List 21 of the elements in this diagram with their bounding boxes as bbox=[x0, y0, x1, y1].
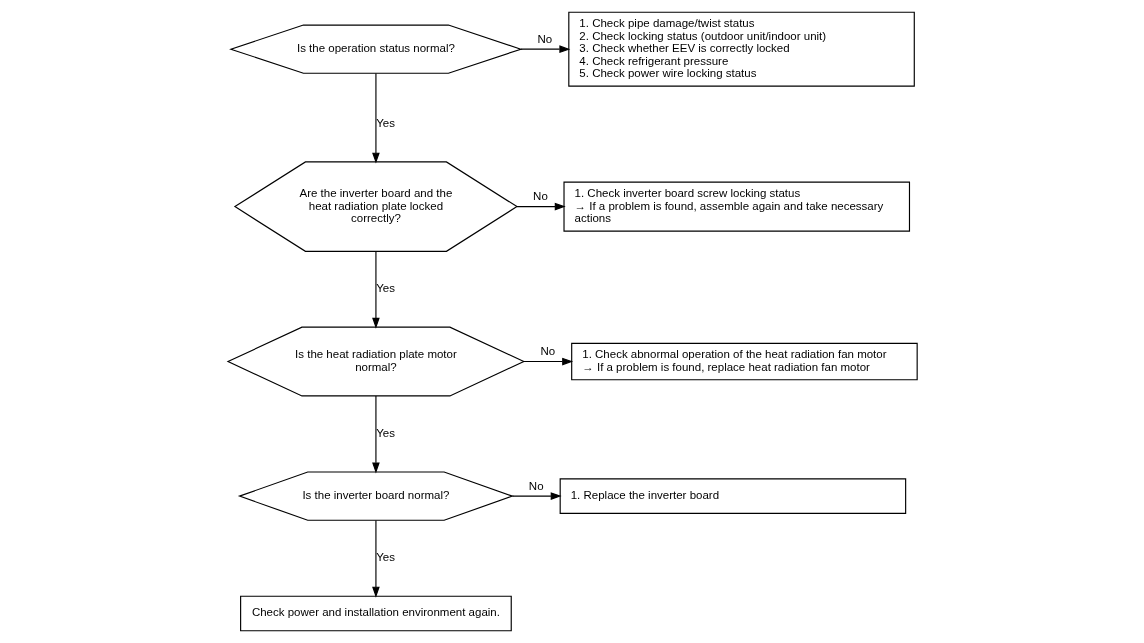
node-box: Check power and installation environment again. bbox=[239, 595, 512, 632]
edge-label: No bbox=[528, 479, 544, 492]
edge-label: No bbox=[532, 190, 548, 203]
edge-label: No bbox=[536, 33, 552, 46]
arrow bbox=[515, 202, 566, 211]
node-box: 1. Check pipe damage/twist status 2. Check locking status (outdoor unit/indoor unit) 3. Check whether EEV is correctly locked 4. Check refrigerant pressure 5. Check power wire locking status bbox=[567, 11, 915, 87]
node-box: 1. Check abnormal operation of the heat radiation fan motor → If a problem is found, replace heat radiation fan motor bbox=[570, 342, 918, 381]
arrow bbox=[371, 519, 380, 598]
node-box: 1. Check inverter board screw locking status → If a problem is found, assemble again and take necessary actions bbox=[562, 181, 910, 232]
arrow bbox=[519, 45, 570, 53]
arrow bbox=[371, 72, 380, 164]
arrow bbox=[371, 395, 380, 474]
edge-label: No bbox=[540, 345, 555, 358]
arrow bbox=[371, 250, 380, 329]
edge-label: Yes bbox=[375, 282, 395, 295]
edge-label: Yes bbox=[375, 551, 395, 564]
edge-label: Yes bbox=[375, 117, 395, 129]
edge-label: Yes bbox=[375, 426, 395, 439]
arrow bbox=[522, 357, 573, 366]
arrow bbox=[511, 492, 562, 500]
node-box: 1. Replace the inverter board bbox=[559, 478, 906, 514]
